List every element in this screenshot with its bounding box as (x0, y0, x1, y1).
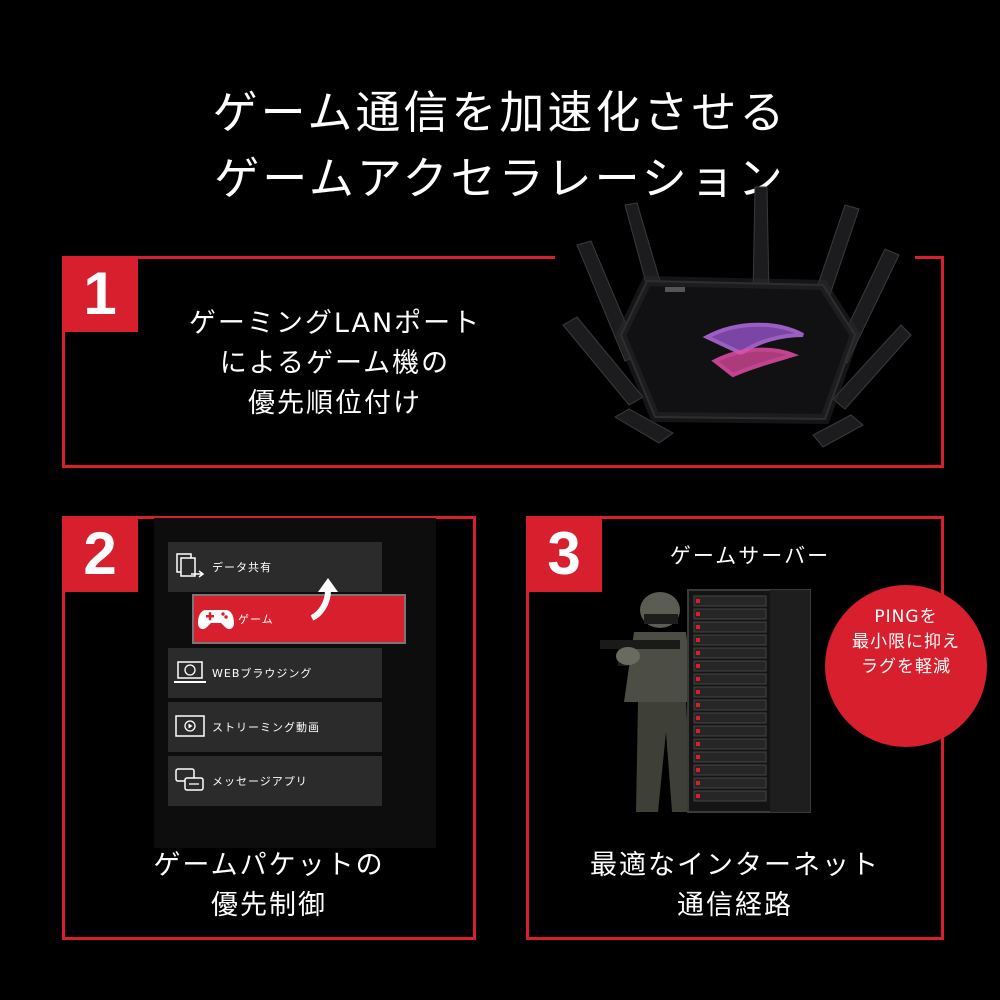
feature1-box (62, 256, 944, 468)
ping-line2: 最小限に抑え (852, 632, 960, 652)
menu-item-game: ゲーム (192, 594, 406, 644)
menu-item-messaging-app: メッセージアプリ (168, 756, 382, 806)
game-server-image (687, 589, 811, 813)
app-priority-panel: データ共有 ゲーム WEBブラウジング ストリーミング動画 メッセージアプリ (154, 518, 436, 848)
menu-item-label: ゲーム (238, 613, 274, 626)
page-title-line1: ゲーム通信を加速化させる (212, 86, 788, 139)
feature2-line2: 優先制御 (211, 890, 327, 921)
menu-item-label: データ共有 (212, 561, 272, 574)
menu-item-label: メッセージアプリ (212, 775, 308, 788)
chat-bubbles-icon (168, 756, 212, 806)
laptop-globe-icon (168, 648, 212, 698)
gamepad-icon (194, 594, 238, 644)
menu-item-streaming-video: ストリーミング動画 (168, 702, 382, 752)
menu-item-data-share: データ共有 (168, 542, 382, 592)
feature3-line1: 最適なインターネット (590, 850, 880, 881)
page-title-line2: ゲームアクセラレーション (214, 152, 786, 205)
menu-item-label: ストリーミング動画 (212, 721, 320, 734)
feature1-number: 1 (62, 256, 138, 332)
feature1-line3: 優先順位付け (248, 388, 422, 419)
feature3-line2: 通信経路 (677, 890, 793, 921)
feature3-number: 3 (526, 516, 602, 592)
feature1-text: ゲーミングLANポート によるゲーム機の 優先順位付け (150, 304, 520, 424)
feature1-line2: によるゲーム機の (219, 348, 451, 379)
rog-logo (702, 322, 804, 378)
ping-badge: PINGを 最小限に抑え ラグを軽減 (825, 585, 987, 747)
ping-line1: PINGを (874, 607, 938, 627)
feature2-line1: ゲームパケットの (153, 850, 385, 881)
feature3-text: 最適なインターネット 通信経路 (526, 846, 944, 926)
file-share-icon (168, 542, 212, 592)
menu-item-web-browsing: WEBブラウジング (168, 648, 382, 698)
priority-arrow-icon (310, 578, 338, 621)
server-label: ゲームサーバー (669, 544, 831, 568)
menu-item-label: WEBブラウジング (212, 667, 313, 680)
feature1-line1: ゲーミングLANポート (188, 308, 482, 339)
feature2-text: ゲームパケットの 優先制御 (62, 846, 476, 926)
feature2-box (62, 516, 476, 940)
feature2-number: 2 (62, 516, 138, 592)
router-image (555, 186, 915, 448)
play-video-icon (168, 702, 212, 752)
soldier-image (600, 592, 694, 812)
ping-line3: ラグを軽減 (861, 657, 951, 677)
